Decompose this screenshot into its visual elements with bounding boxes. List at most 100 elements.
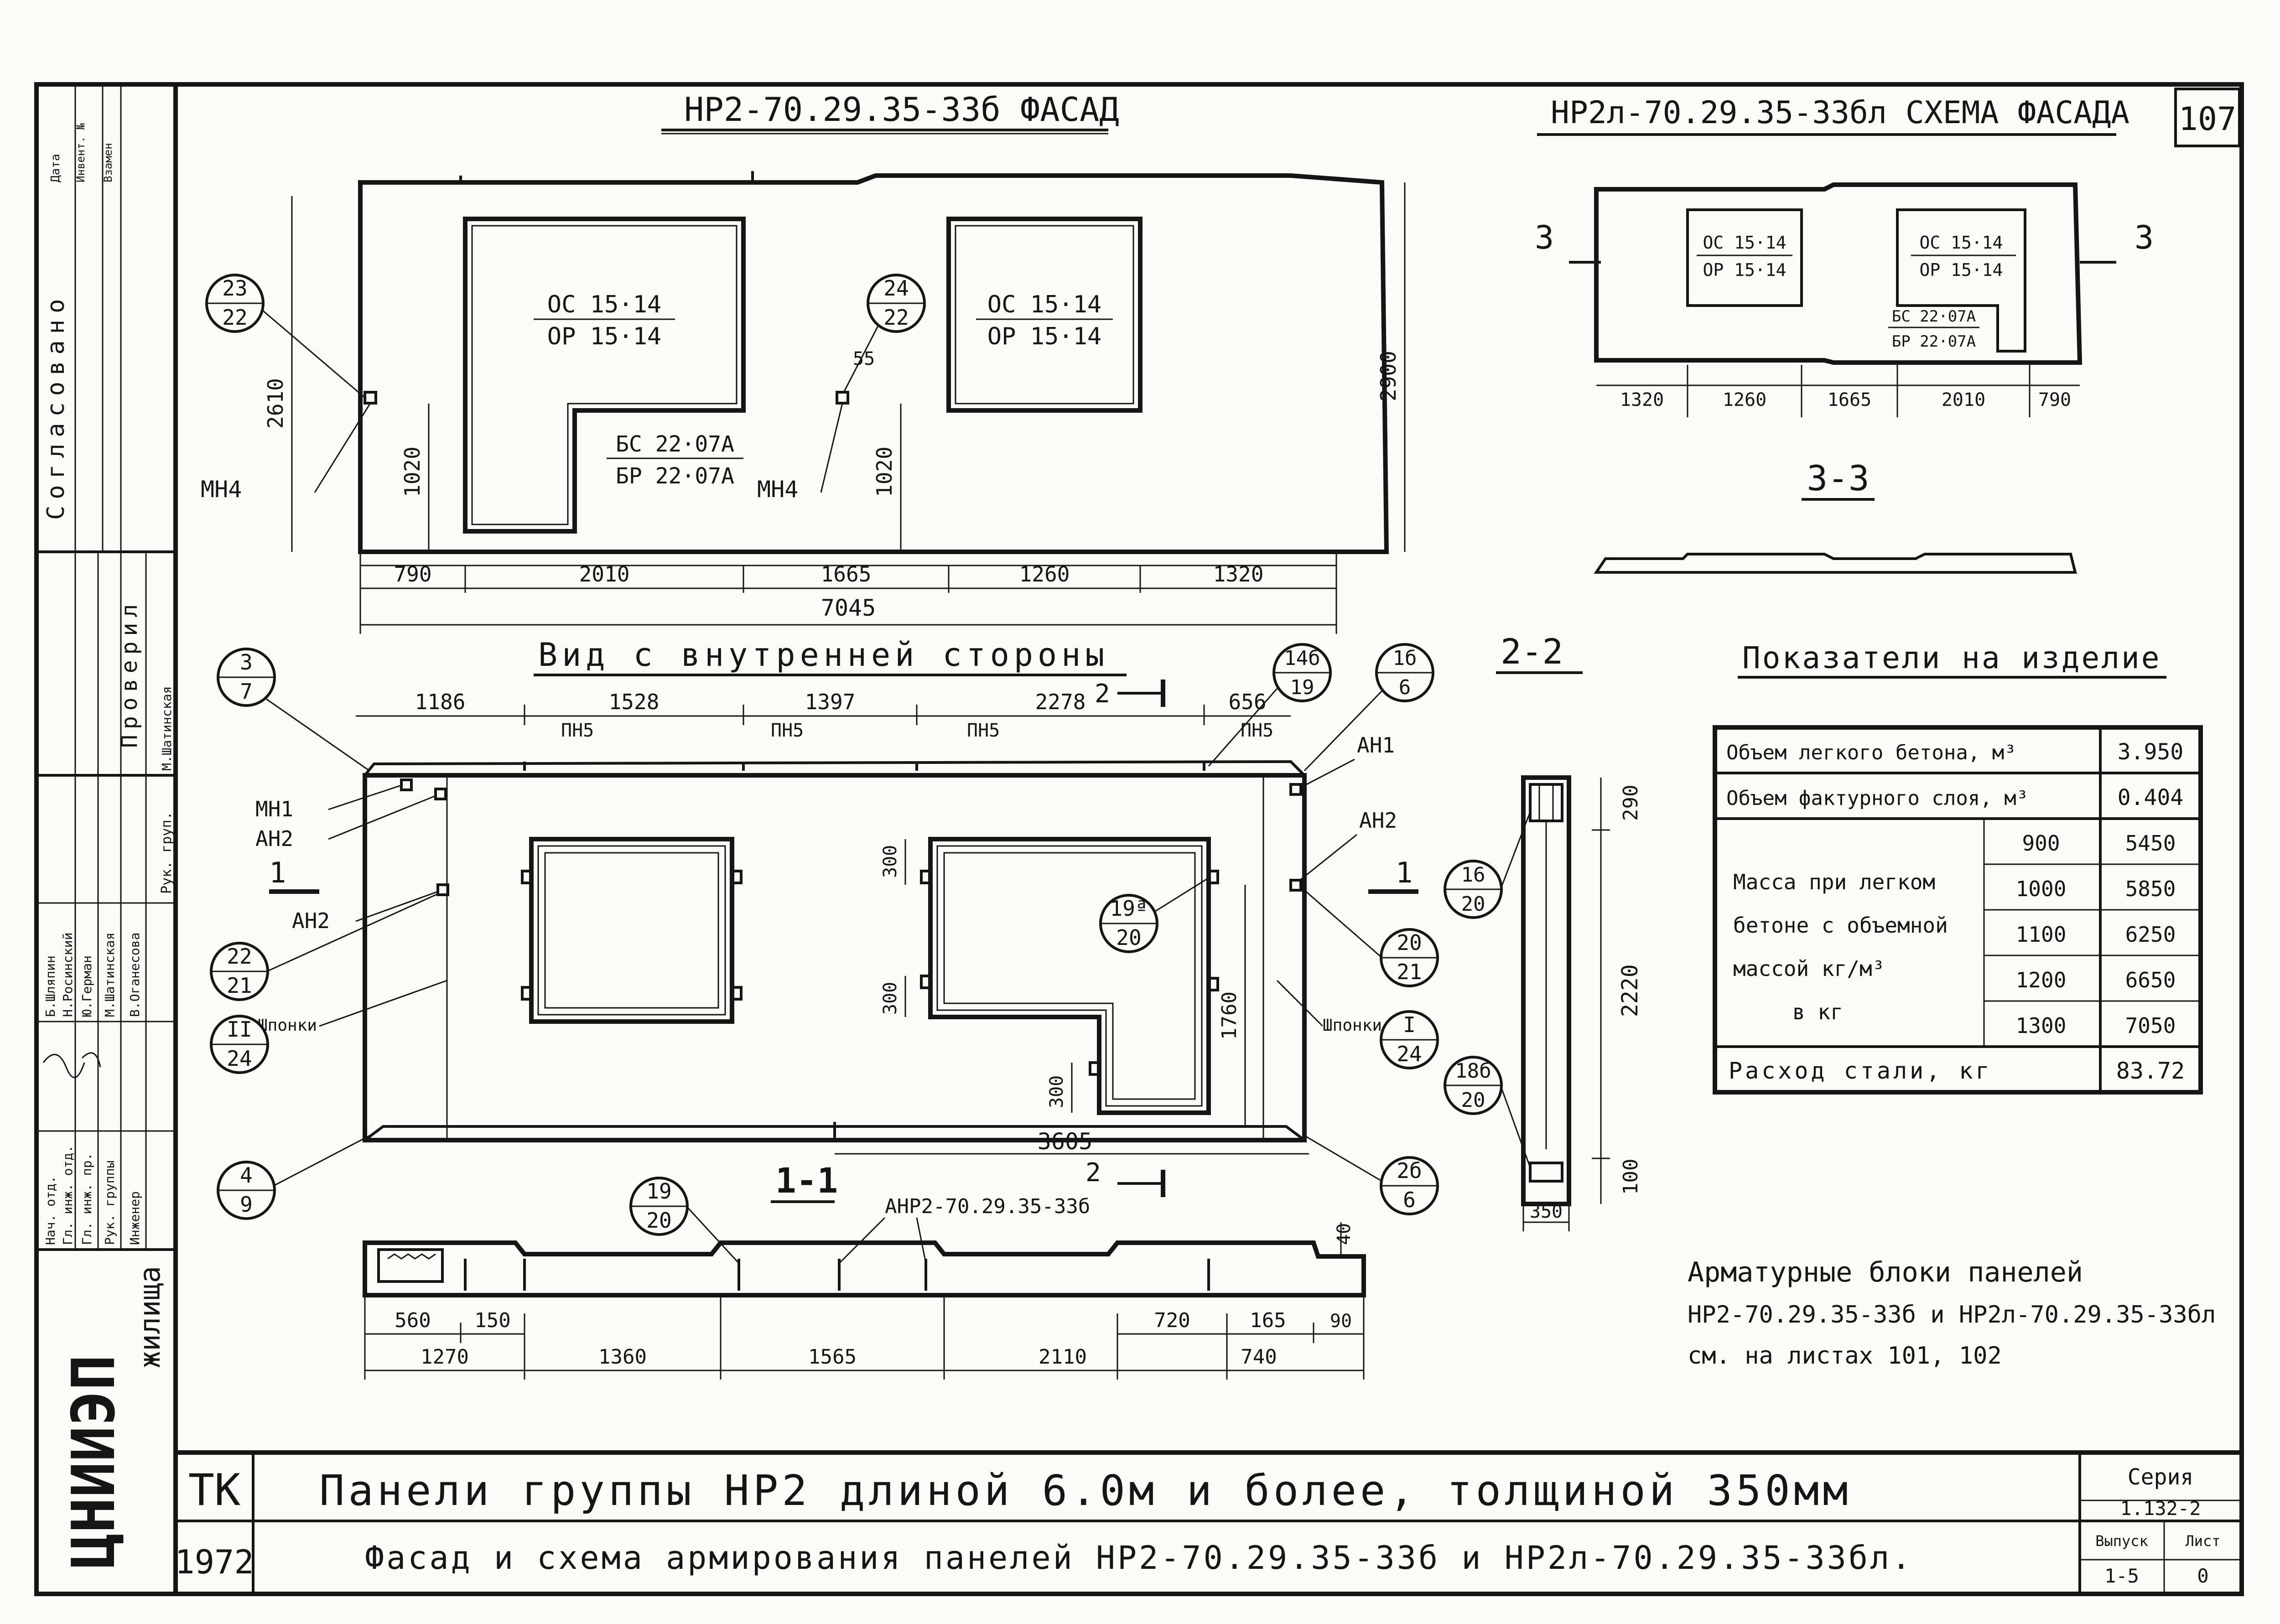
- sheet-number: 107: [2179, 100, 2236, 138]
- note-line-1: Арматурные блоки панелей: [1688, 1256, 2083, 1288]
- section11-dim-560: 560: [395, 1309, 431, 1332]
- mass-5: 7050: [2125, 1013, 2176, 1038]
- density-2: 1000: [2016, 877, 2067, 901]
- inner-an2-left-2: АН2: [292, 908, 330, 933]
- stamp-checked: Проверил: [117, 599, 142, 748]
- section22-dim-100: 100: [1619, 1159, 1642, 1195]
- scheme-win2-line2: ОР 15·14: [1919, 260, 2003, 280]
- section22-dim-290: 290: [1619, 785, 1642, 821]
- scheme-panel-outline: [1594, 182, 2083, 365]
- facade-dim-2900: 2900: [1376, 351, 1401, 401]
- facade-view: НР2-70.29.35-33б ФАСАД ОС 15·14 ОР 15·14…: [201, 90, 1406, 634]
- facade-dim-1320: 1320: [1213, 562, 1264, 586]
- scheme-window-1: [1686, 208, 1803, 307]
- section11-dim-1360: 1360: [598, 1345, 647, 1369]
- inner-title: Вид с внутренней стороны: [538, 636, 1109, 674]
- callout-19a-20: 19ª 20: [1099, 877, 1209, 953]
- facade-dim-1260: 1260: [1019, 562, 1070, 586]
- inner-an2-right: АН2: [1359, 808, 1397, 833]
- callout-20-21: 20 21: [1300, 886, 1439, 987]
- facade-dim-2610: 2610: [263, 378, 288, 429]
- indicators-row1-value: 3.950: [2118, 739, 2184, 765]
- section11-dim-150: 150: [474, 1309, 510, 1332]
- facade-callout-b-bottom: 22: [883, 305, 909, 330]
- callout-II-24-bottom: 24: [227, 1046, 252, 1071]
- facade-win2-line1: ОС 15·14: [987, 291, 1101, 318]
- stamp-name-4: М.Шатинская: [102, 933, 117, 1017]
- facade-window-2: [946, 217, 1143, 413]
- stamp-replace: Взамен: [102, 143, 114, 182]
- note-line-3: см. на листах 101, 102: [1688, 1342, 2002, 1370]
- callout-I-24-top: I: [1403, 1012, 1416, 1037]
- section11-callout-top: 19: [646, 1179, 671, 1204]
- series-value: 1.132-2: [2120, 1497, 2201, 1520]
- section22-callout-top-b: 20: [1461, 892, 1485, 916]
- section11-title: 1-1: [775, 1160, 838, 1201]
- facade-dim-790: 790: [394, 562, 431, 586]
- callout-20-21-bottom: 21: [1397, 960, 1422, 984]
- callout-14b-19-bottom: 19: [1290, 676, 1314, 699]
- inner-cut-2-top: 2: [1095, 679, 1110, 709]
- indicators-table: Показатели на изделие Объем легкого бето…: [1713, 640, 2203, 1095]
- scheme-section-title: 3-3: [1807, 458, 1869, 498]
- indicators-mass-label-4: в кг: [1792, 1000, 1843, 1024]
- callout-1b-6: 1б 6: [1304, 643, 1434, 772]
- facade-dim-1020-a: 1020: [400, 446, 425, 497]
- stamp-role-3: Гл. инж. пр.: [79, 1153, 94, 1245]
- inner-dim-1760: 1760: [1218, 991, 1241, 1040]
- facade-title: НР2-70.29.35-33б ФАСАД: [684, 90, 1119, 129]
- facade-win1-line1: ОС 15·14: [547, 291, 661, 318]
- facade-door-line1: БС 22·07А: [616, 431, 734, 457]
- facade-callout-a-bottom: 22: [222, 305, 247, 330]
- scheme-cut-right: 3: [2135, 219, 2154, 256]
- facade-callout-a-top: 23: [222, 276, 247, 301]
- callout-14b-19: 14б 19: [1208, 643, 1332, 767]
- callout-19a-20-bottom: 20: [1116, 925, 1141, 950]
- inner-dim-3605: 3605: [1038, 1128, 1092, 1155]
- stamp-role-4: Рук. группы: [102, 1161, 117, 1245]
- inner-window-door-2: [928, 837, 1211, 1115]
- stamp-inv: Инвент. №: [74, 123, 87, 182]
- inner-mn1: МН1: [255, 797, 293, 821]
- section22-width: 350: [1530, 1201, 1563, 1222]
- scheme-dim-3: 1665: [1828, 389, 1871, 410]
- section22-callout-bot-b: 20: [1461, 1089, 1485, 1112]
- section11-dim-1565: 1565: [808, 1345, 857, 1369]
- mass-3: 6250: [2125, 922, 2176, 947]
- inner-dim-top-1: 1186: [415, 690, 466, 714]
- section22-title: 2-2: [1501, 631, 1563, 672]
- scheme-dim-1: 1320: [1620, 389, 1664, 410]
- facade-dim-total: 7045: [821, 595, 876, 621]
- inner-cut-1-left: 1: [269, 856, 286, 889]
- indicators-mass-label-2: бетоне с объемной: [1733, 913, 1948, 938]
- indicators-row1-label: Объем легкого бетона, м³: [1726, 741, 2016, 764]
- callout-4-9-top: 4: [240, 1163, 253, 1188]
- callout-19a-20-top: 19ª: [1110, 896, 1148, 921]
- facade-dim-1665: 1665: [821, 562, 872, 586]
- reinforcement-note: Арматурные блоки панелей НР2-70.29.35-33…: [1688, 1256, 2216, 1370]
- facade-dim-1020-b: 1020: [872, 446, 897, 497]
- facade-callout-b-top: 24: [883, 276, 909, 301]
- title-line-1: Панели группы НР2 длиной 6.0м и более, т…: [319, 1466, 1852, 1515]
- sheet-label: Лист: [2185, 1532, 2220, 1550]
- callout-2b-6: 2б 6: [1304, 1135, 1439, 1215]
- stamp-date: Дата: [49, 154, 62, 182]
- inner-cut-2-bottom: 2: [1085, 1158, 1101, 1188]
- indicators-steel-value: 83.72: [2116, 1058, 2185, 1084]
- mass-1: 5450: [2125, 831, 2176, 856]
- indicators-steel-label: Расход стали, кг: [1729, 1058, 1992, 1084]
- title-block: ТК 1972 Панели группы НР2 длиной 6.0м и …: [175, 1450, 2242, 1594]
- section11-label: АНР2-70.29.35-33б: [885, 1195, 1090, 1218]
- title-year: 1972: [175, 1543, 254, 1581]
- scheme-dim-4: 2010: [1942, 389, 1985, 410]
- title-line-2: Фасад и схема армирования панелей НР2-70…: [365, 1539, 1913, 1577]
- title-org: ТК: [188, 1465, 240, 1515]
- section22-dim-2220: 2220: [1617, 964, 1643, 1017]
- stamp-check-role: Рук. груп.: [159, 811, 175, 894]
- logo-sub: жилища: [133, 1266, 166, 1368]
- stamp-role-1: Нач. отд.: [43, 1176, 58, 1245]
- scheme-win1-line1: ОС 15·14: [1703, 233, 1786, 253]
- sheet-value: 0: [2197, 1565, 2208, 1587]
- logo-text: ЦНИИЭП: [59, 1354, 128, 1569]
- mass-2: 5850: [2125, 877, 2176, 901]
